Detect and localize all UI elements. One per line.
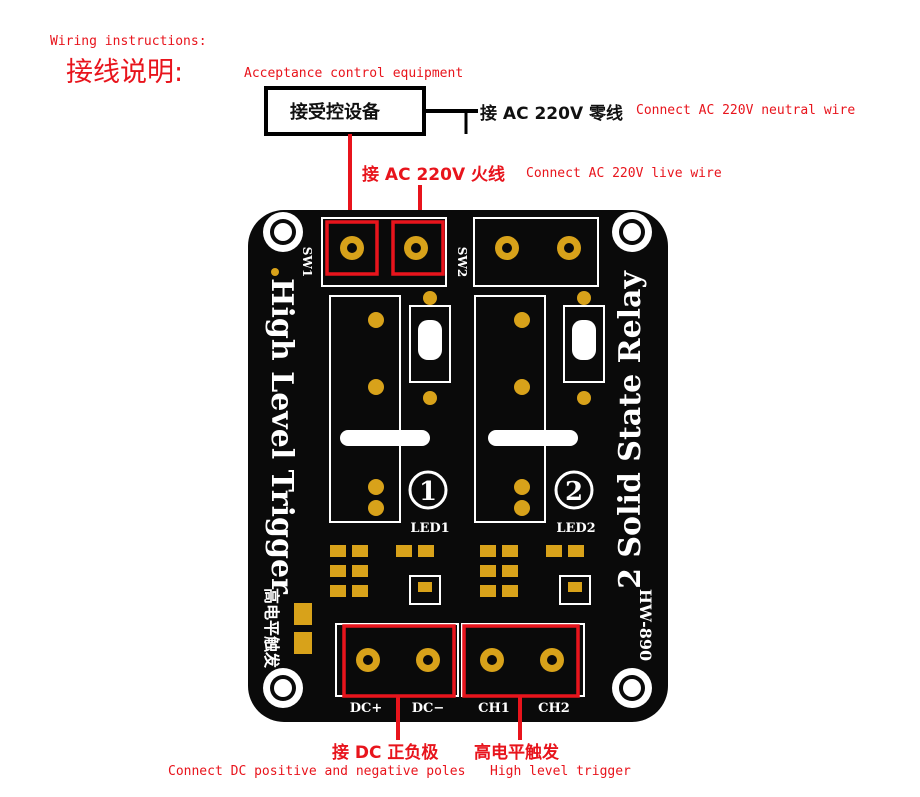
terminal-label-ch1: CH1: [478, 701, 510, 716]
neutral-wire-label-chinese: 接 AC 220V 零线: [480, 104, 624, 124]
title-english: Wiring instructions:: [50, 34, 207, 49]
sw1-label: SW1: [300, 247, 314, 278]
channel-1-number: 1: [419, 477, 437, 507]
live-wire-label-english: Connect AC 220V live wire: [526, 166, 722, 181]
live-wire-label-chinese: 接 AC 220V 火线: [362, 165, 506, 185]
channel-1-badge: [408, 470, 448, 510]
board-left-text: High Level Trigger: [264, 278, 299, 595]
terminal-label-dc-minus: DC−: [412, 701, 445, 716]
led1-label: LED1: [410, 521, 449, 536]
sw2-label: SW2: [455, 247, 469, 278]
channel-2-badge: [554, 470, 594, 510]
trigger-label-chinese: 高电平触发: [474, 743, 559, 763]
terminal-label-dc-plus: DC+: [350, 701, 383, 716]
neutral-wire-label-english: Connect AC 220V neutral wire: [636, 103, 856, 118]
terminal-label-ch2: CH2: [538, 701, 570, 716]
title-chinese: 接线说明:: [66, 57, 184, 88]
channel-2-number: 2: [565, 477, 583, 507]
equipment-label-english: Acceptance control equipment: [244, 66, 464, 81]
sw1-pin2-highlight: [391, 220, 445, 276]
relay-board: SW1 SW2 1 2 LED1 LED2: [248, 210, 668, 722]
dc-label-english: Connect DC positive and negative poles: [168, 764, 466, 779]
equipment-box-label: 接受控设备: [290, 102, 380, 123]
sw1-pin1-highlight: [325, 220, 379, 276]
led2-label: LED2: [556, 521, 595, 536]
board-right-text: 2 Solid State Relay: [613, 270, 648, 589]
board-chinese-label: 高电平触发: [262, 588, 281, 669]
dc-label-chinese: 接 DC 正负极: [332, 743, 439, 763]
board-model-text: HW-890: [636, 589, 655, 661]
sw1-terminal-block: [321, 217, 447, 287]
trigger-label-english: High level trigger: [490, 764, 631, 779]
mounting-hole-icon: [263, 212, 652, 708]
sw2-terminal-block: [473, 217, 599, 287]
